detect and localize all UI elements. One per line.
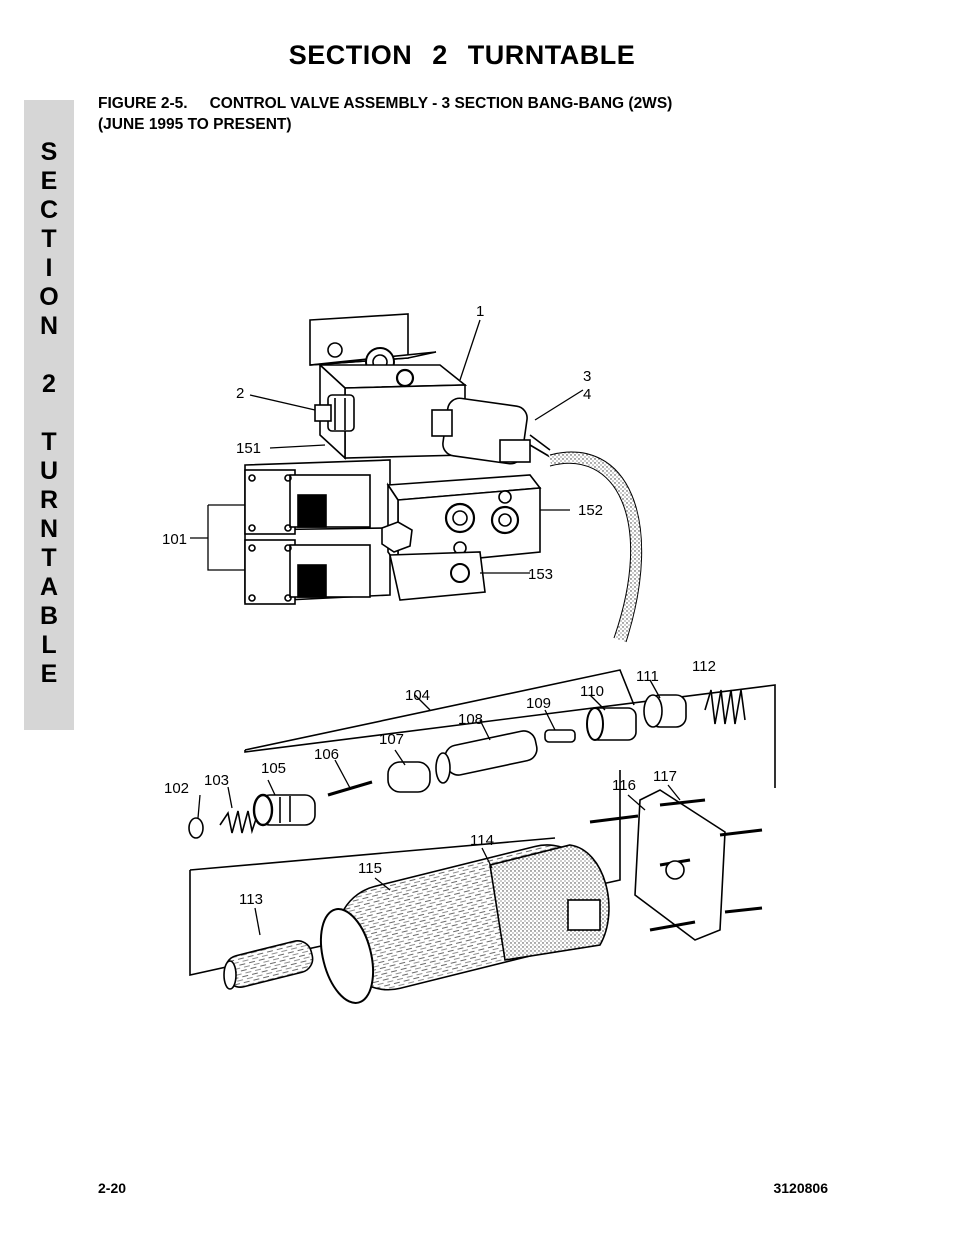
side-tab-letter: L (41, 631, 57, 659)
side-tab-letter: T (41, 428, 57, 456)
valve-assembly-drawing (244, 313, 643, 643)
callout-104: 104 (405, 687, 430, 704)
callout-115: 115 (358, 860, 382, 877)
figure-number: FIGURE 2-5. (98, 95, 188, 112)
figure-title-line: FIGURE 2-5. CONTROL VALVE ASSEMBLY - 3 SE… (98, 93, 858, 114)
side-tab-letter: N (39, 312, 59, 340)
side-tab-letter: T (41, 544, 57, 572)
document-number: 3120806 (773, 1180, 828, 1196)
callout-1: 1 (476, 303, 484, 320)
callout-114: 114 (470, 832, 494, 849)
side-tab-letter: O (39, 283, 59, 311)
side-tab-letter (24, 341, 74, 370)
callout-112: 112 (692, 658, 716, 675)
callout-107: 107 (379, 731, 404, 748)
side-tab-letter (24, 399, 74, 428)
exploded-parts-diagram: 1 2 3 4 151 152 153 101 104 108 109 110 … (150, 290, 790, 1010)
side-tab-letter: E (40, 660, 58, 688)
callout-105: 105 (261, 760, 286, 777)
callout-113: 113 (239, 891, 263, 908)
side-tab-letter: I (45, 254, 53, 282)
side-tab-letter: N (39, 515, 59, 543)
parts-illustration: 1 2 3 4 151 152 153 101 104 108 109 110 … (162, 303, 776, 1004)
callout-102: 102 (164, 780, 189, 797)
callout-103: 103 (204, 772, 229, 789)
leader-lines (190, 319, 681, 936)
side-tab-letter: U (39, 457, 59, 485)
callout-116: 116 (612, 777, 636, 794)
side-tab-letter: S (40, 138, 58, 166)
side-tab-letter: 2 (42, 370, 56, 398)
side-tab-letter: R (39, 486, 59, 514)
callout-153: 153 (528, 566, 553, 583)
side-tab-letter: A (39, 573, 59, 601)
figure-title: CONTROL VALVE ASSEMBLY - 3 SECTION BANG-… (209, 95, 673, 112)
figure-caption: FIGURE 2-5. CONTROL VALVE ASSEMBLY - 3 SE… (98, 93, 858, 135)
callout-117: 117 (653, 768, 677, 785)
callout-108: 108 (458, 711, 483, 728)
callout-labels: 1 2 3 4 151 152 153 101 104 108 109 110 … (162, 303, 716, 908)
callout-101: 101 (162, 531, 187, 548)
callout-151: 151 (236, 440, 261, 457)
callout-110: 110 (580, 683, 604, 700)
figure-subtitle: (JUNE 1995 TO PRESENT) (98, 116, 292, 133)
side-tab-letter: E (40, 167, 58, 195)
section-title: SECTION 2 TURNTABLE (288, 40, 636, 70)
callout-2: 2 (236, 385, 244, 402)
spool-parts-drawing (188, 669, 776, 1004)
page-number: 2-20 (98, 1180, 127, 1196)
callout-106: 106 (314, 746, 339, 763)
callout-109: 109 (526, 695, 551, 712)
callout-3: 3 (583, 368, 591, 385)
callout-111: 111 (636, 668, 659, 685)
callout-4: 4 (583, 386, 591, 403)
side-tab-letter: B (39, 602, 59, 630)
side-tab-letter: C (39, 196, 59, 224)
callout-152: 152 (578, 502, 603, 519)
side-tab-letter: T (41, 225, 57, 253)
